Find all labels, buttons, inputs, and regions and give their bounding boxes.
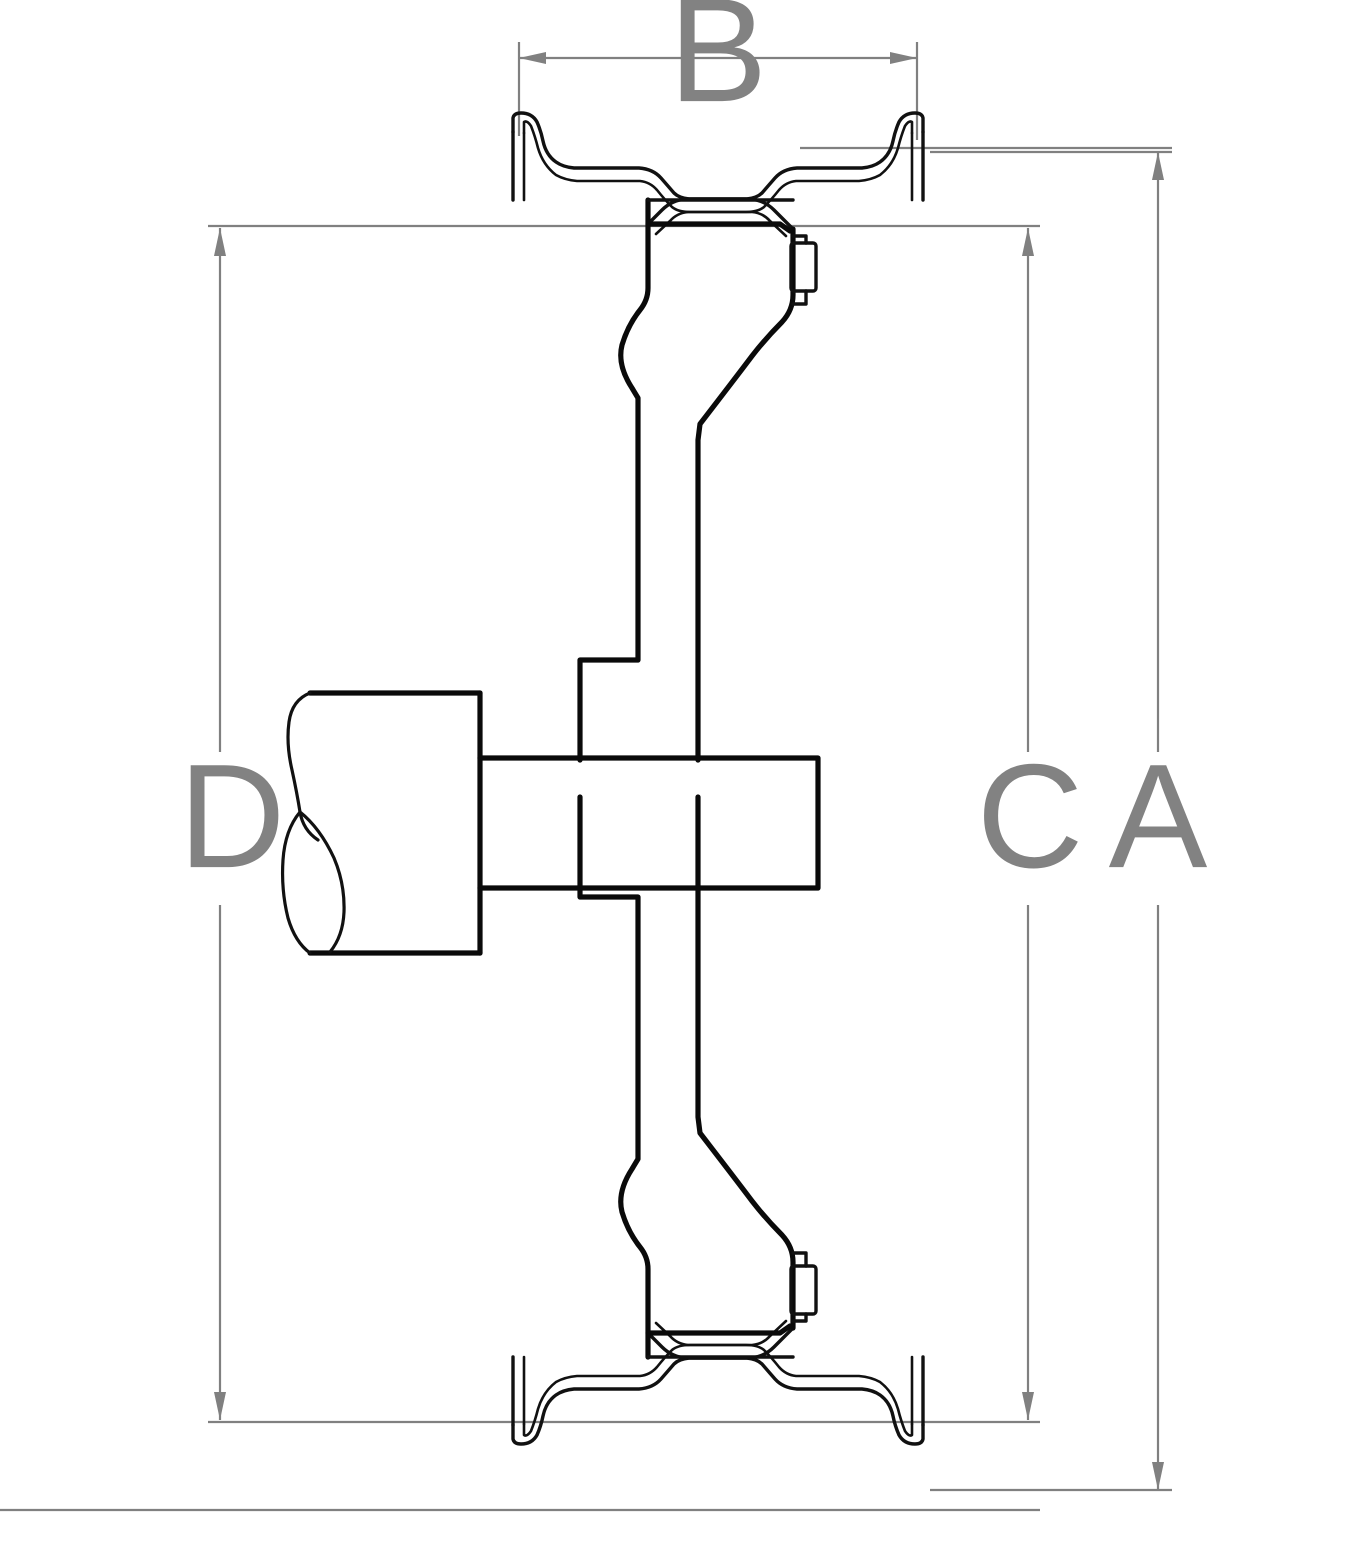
- upper-spoke-right-contour: [695, 226, 796, 763]
- upper-tab-bracket: [791, 234, 808, 306]
- c-arrow-bottom: [1022, 1392, 1034, 1420]
- dimension-label-b: B: [669, 0, 768, 133]
- c-arrow-top: [1022, 228, 1034, 256]
- upper-rim-inner-skin-right: [654, 120, 914, 236]
- d-arrow-top: [214, 228, 226, 256]
- dimension-label-c: C: [977, 734, 1084, 899]
- dimension-label-layer: B D C A: [179, 0, 1208, 899]
- upper-spoke-left-contour: [577, 197, 651, 763]
- wheel-profile-layer: [280, 111, 925, 1446]
- lower-rim-outer-skin-right: [646, 1331, 925, 1446]
- upper-weight-clip-tab: [789, 241, 818, 293]
- lower-rim-inner-skin-right: [654, 1321, 914, 1437]
- dimension-layer: [0, 42, 1172, 1512]
- b-arrow-right: [890, 52, 917, 64]
- break-line-upper: [286, 691, 320, 842]
- lower-spoke-right-contour: [695, 794, 796, 1331]
- dimension-label-a: A: [1109, 734, 1208, 899]
- center-hub-boss: [477, 755, 821, 891]
- a-arrow-bottom: [1152, 1462, 1164, 1490]
- b-arrow-left: [519, 52, 546, 64]
- upper-rim-outer-skin-right: [646, 111, 925, 226]
- break-line-lens-left: [280, 810, 312, 955]
- lower-weight-clip-tab: [789, 1264, 818, 1316]
- d-arrow-bottom: [214, 1392, 226, 1420]
- lower-tab-bracket: [791, 1251, 808, 1323]
- dimension-label-d: D: [179, 734, 286, 899]
- a-arrow-top: [1152, 152, 1164, 180]
- lower-spoke-left-contour: [577, 794, 651, 1360]
- lower-bead-seat-heavy: [645, 1323, 793, 1336]
- upper-bead-seat-heavy: [645, 221, 793, 234]
- break-line-lens-right: [298, 810, 346, 954]
